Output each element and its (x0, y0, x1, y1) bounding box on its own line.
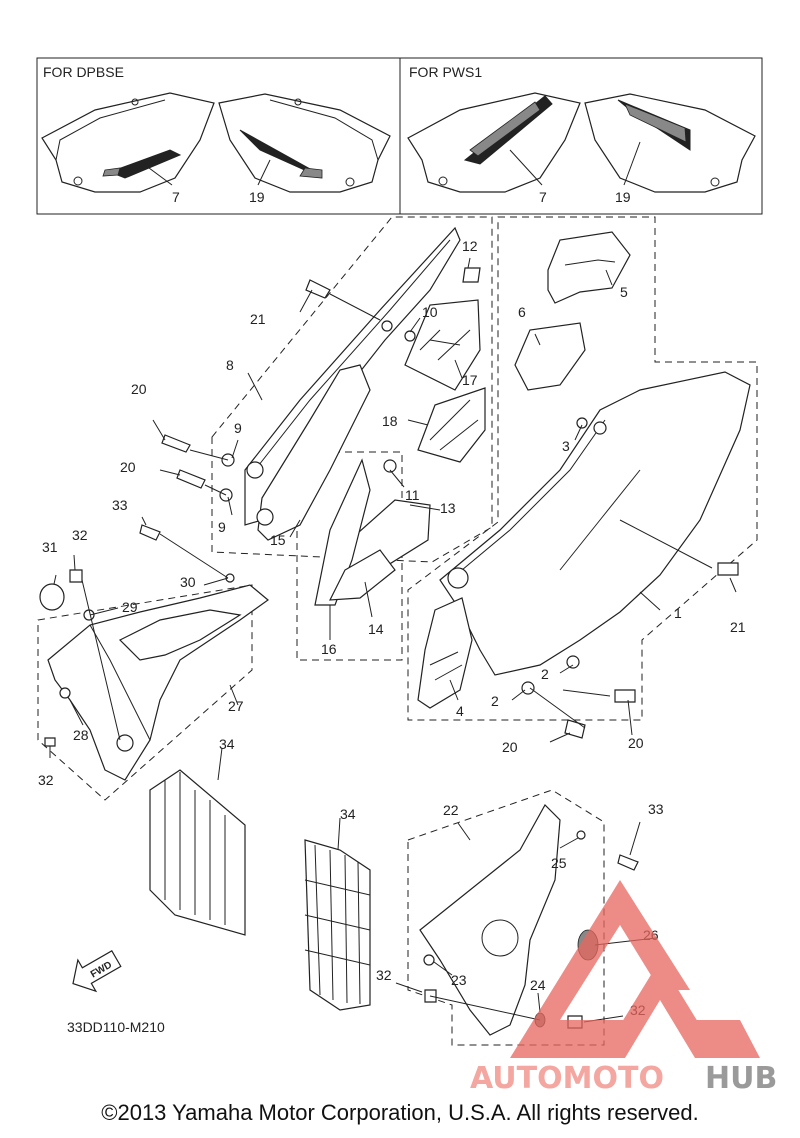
callout-11: 11 (405, 487, 420, 503)
callout-33b: 33 (648, 801, 664, 817)
callout-9a: 9 (234, 420, 242, 436)
callout-24: 24 (530, 977, 546, 993)
callout-22: 22 (443, 802, 459, 818)
radiator-cover-assembly (39, 583, 269, 781)
inset-header-dpbse: FOR DPBSE (43, 64, 124, 80)
callout-34a: 34 (219, 736, 235, 752)
callout-32c: 32 (376, 967, 392, 983)
inset-box-dpbse: FOR DPBSE 7 19 (36, 57, 401, 215)
watermark-text-b: HUB (705, 1061, 777, 1096)
callout-17: 17 (462, 372, 478, 388)
watermark-text: AUTOMOTO HUB (470, 1061, 777, 1096)
callout-21b: 21 (730, 619, 746, 635)
callout-28: 28 (73, 727, 89, 743)
callout-labels: 12 21 10 17 5 6 8 20 9 20 9 18 3 11 13 3… (38, 238, 746, 1018)
copyright-footer: ©2013 Yamaha Motor Corporation, U.S.A. A… (101, 1100, 699, 1125)
inset-box-pws1: FOR PWS1 7 19 (399, 57, 763, 215)
shroud-right-assembly (417, 231, 751, 709)
callout-18: 18 (382, 413, 398, 429)
callout-32b: 32 (38, 772, 54, 788)
callout-6: 6 (518, 304, 526, 320)
callout-20b: 20 (120, 459, 136, 475)
callout-27: 27 (228, 698, 244, 714)
callout-12: 12 (462, 238, 478, 254)
callout-23: 23 (451, 972, 467, 988)
callout-13: 13 (440, 500, 456, 516)
callout-15: 15 (270, 532, 286, 548)
inset-header-pws1: FOR PWS1 (409, 64, 482, 80)
callout-3: 3 (562, 438, 570, 454)
callout-16: 16 (321, 641, 337, 657)
fwd-arrow-icon: FWD (72, 949, 122, 993)
callout-33a: 33 (112, 497, 128, 513)
callout-9b: 9 (218, 519, 226, 535)
callout-19b: 19 (615, 189, 631, 205)
callout-20c: 20 (502, 739, 518, 755)
callout-34b: 34 (340, 806, 356, 822)
shroud-left-assembly (244, 226, 486, 606)
callout-5: 5 (620, 284, 628, 300)
callout-29: 29 (122, 599, 138, 615)
catalog-code: 33DD110-M210 (67, 1019, 165, 1035)
callout-4: 4 (456, 703, 464, 719)
radiator-louver-left (149, 769, 246, 936)
group-outline-radiator-cover (37, 584, 253, 801)
callout-20a: 20 (131, 381, 147, 397)
callout-30: 30 (180, 574, 196, 590)
group-outline-lower-left (296, 451, 403, 661)
callout-10: 10 (422, 304, 438, 320)
callout-7b: 7 (539, 189, 547, 205)
radiator-louver-right (304, 839, 371, 1011)
callout-1: 1 (674, 605, 682, 621)
callout-7a: 7 (172, 189, 180, 205)
automotohub-logo-icon (510, 880, 760, 1058)
watermark-text-a: AUTOMOTO (470, 1061, 664, 1096)
callout-8: 8 (226, 357, 234, 373)
callout-32a: 32 (72, 527, 88, 543)
callout-20d: 20 (628, 735, 644, 751)
callout-2b: 2 (491, 693, 499, 709)
callout-25: 25 (551, 855, 567, 871)
callout-31: 31 (42, 539, 58, 555)
callout-14: 14 (368, 621, 384, 637)
callout-19a: 19 (249, 189, 265, 205)
callout-21a: 21 (250, 311, 266, 327)
callout-2a: 2 (541, 666, 549, 682)
group-outline-side-cover (407, 789, 605, 1046)
leader-lines (49, 257, 737, 1023)
group-outline-right-shroud (407, 216, 758, 721)
